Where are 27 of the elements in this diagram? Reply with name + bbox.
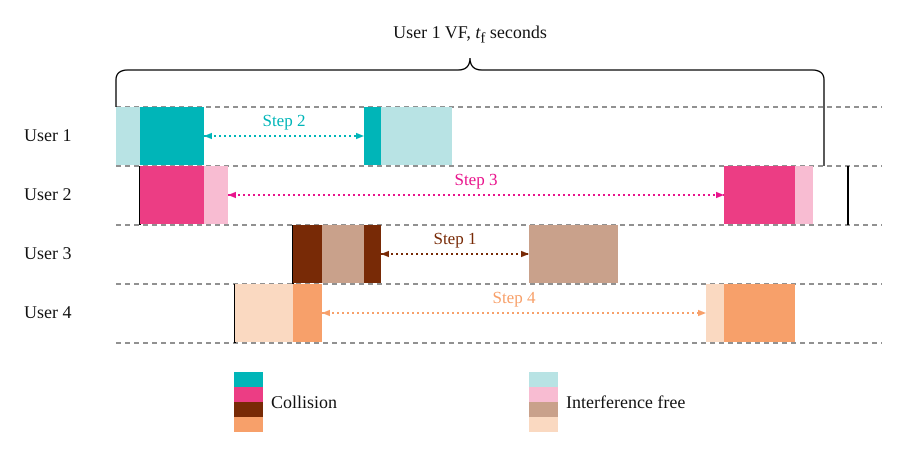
bracket-label: User 1 VF, t$_{f}$ seconds <box>393 22 547 48</box>
time-slot-bar <box>204 166 228 224</box>
time-slot-bar <box>140 107 204 165</box>
time-slot-bar <box>364 225 381 283</box>
dotted-arrow <box>204 132 364 140</box>
time-slot-bar <box>381 107 452 165</box>
dotted-arrow <box>381 250 529 258</box>
row-label: User 3 <box>24 243 72 264</box>
dotted-arrow <box>228 192 724 198</box>
time-slot-bar <box>724 284 795 342</box>
time-slot-bar <box>724 166 795 224</box>
row-label: User 4 <box>24 302 72 323</box>
dotted-arrow <box>322 310 706 316</box>
time-slot-bar <box>293 284 322 342</box>
legend-label: Collision <box>271 392 338 413</box>
legend-label: Interference free <box>566 392 686 413</box>
time-slot-bar <box>140 166 204 224</box>
time-slot-bar <box>364 107 381 165</box>
row-label: User 2 <box>24 184 72 205</box>
time-slot-bar <box>116 107 140 165</box>
time-slot-bar <box>529 225 618 283</box>
time-slot-bar <box>293 225 322 283</box>
time-slot-bar <box>706 284 724 342</box>
row-label: User 1 <box>24 125 72 146</box>
time-slot-bar <box>322 225 364 283</box>
time-slot-bar <box>795 166 813 224</box>
time-slot-bar <box>235 284 293 342</box>
